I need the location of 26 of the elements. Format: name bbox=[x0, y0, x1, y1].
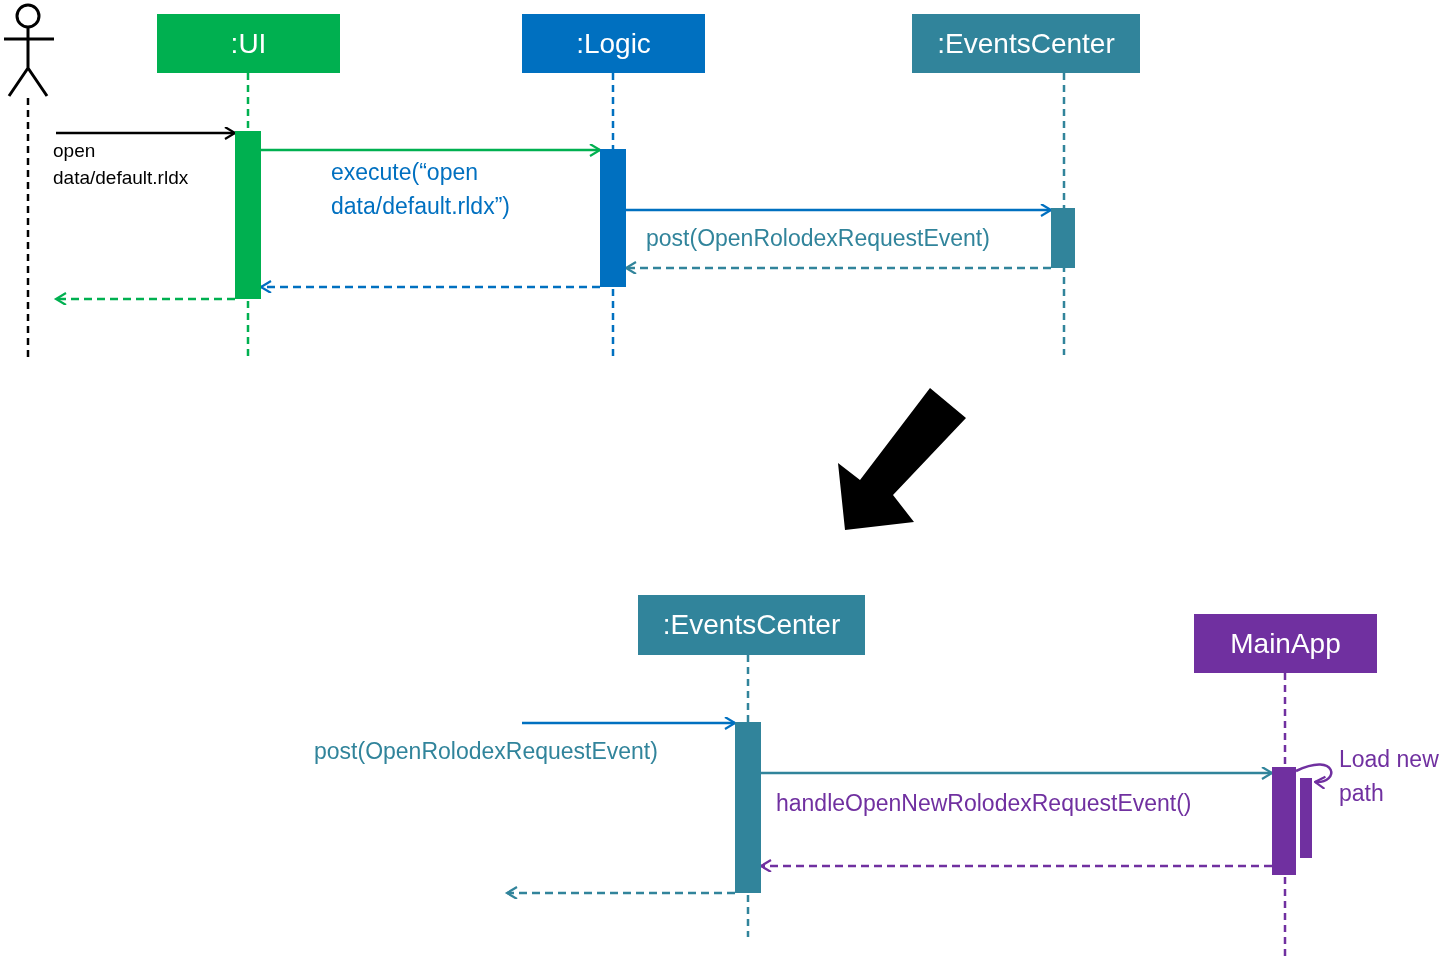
arrow bbox=[54, 291, 235, 307]
arrow bbox=[505, 885, 735, 901]
arrow bbox=[56, 125, 237, 141]
activation-bar bbox=[1298, 776, 1314, 860]
activation-bar bbox=[600, 149, 626, 287]
edge-label: open data/default.rldx bbox=[53, 139, 190, 190]
edge-label: Load new path bbox=[1339, 745, 1440, 808]
arrow bbox=[761, 765, 1274, 781]
lifeline-header: :EventsCenter bbox=[638, 595, 865, 655]
edge-label: post(OpenRolodexRequestEvent) bbox=[646, 224, 990, 253]
lifeline-header: :EventsCenter bbox=[912, 14, 1140, 73]
lifeline-header: MainApp bbox=[1194, 614, 1377, 673]
activation-bar bbox=[1051, 208, 1075, 268]
activation-bar bbox=[235, 131, 261, 299]
activation-bar bbox=[735, 722, 761, 893]
arrow bbox=[261, 142, 602, 158]
arrow bbox=[522, 715, 737, 731]
activation-bar bbox=[1272, 767, 1296, 875]
lifeline-header: :UI bbox=[157, 14, 340, 73]
edge-label: handleOpenNewRolodexRequestEvent() bbox=[776, 789, 1192, 818]
arrow bbox=[626, 202, 1053, 218]
lifeline-header: :Logic bbox=[522, 14, 705, 73]
actor-figure bbox=[2, 2, 56, 357]
edge-label: execute(“open data/default.rldx”) bbox=[331, 158, 511, 221]
edge-label: post(OpenRolodexRequestEvent) bbox=[314, 737, 658, 766]
arrow bbox=[1295, 763, 1333, 789]
